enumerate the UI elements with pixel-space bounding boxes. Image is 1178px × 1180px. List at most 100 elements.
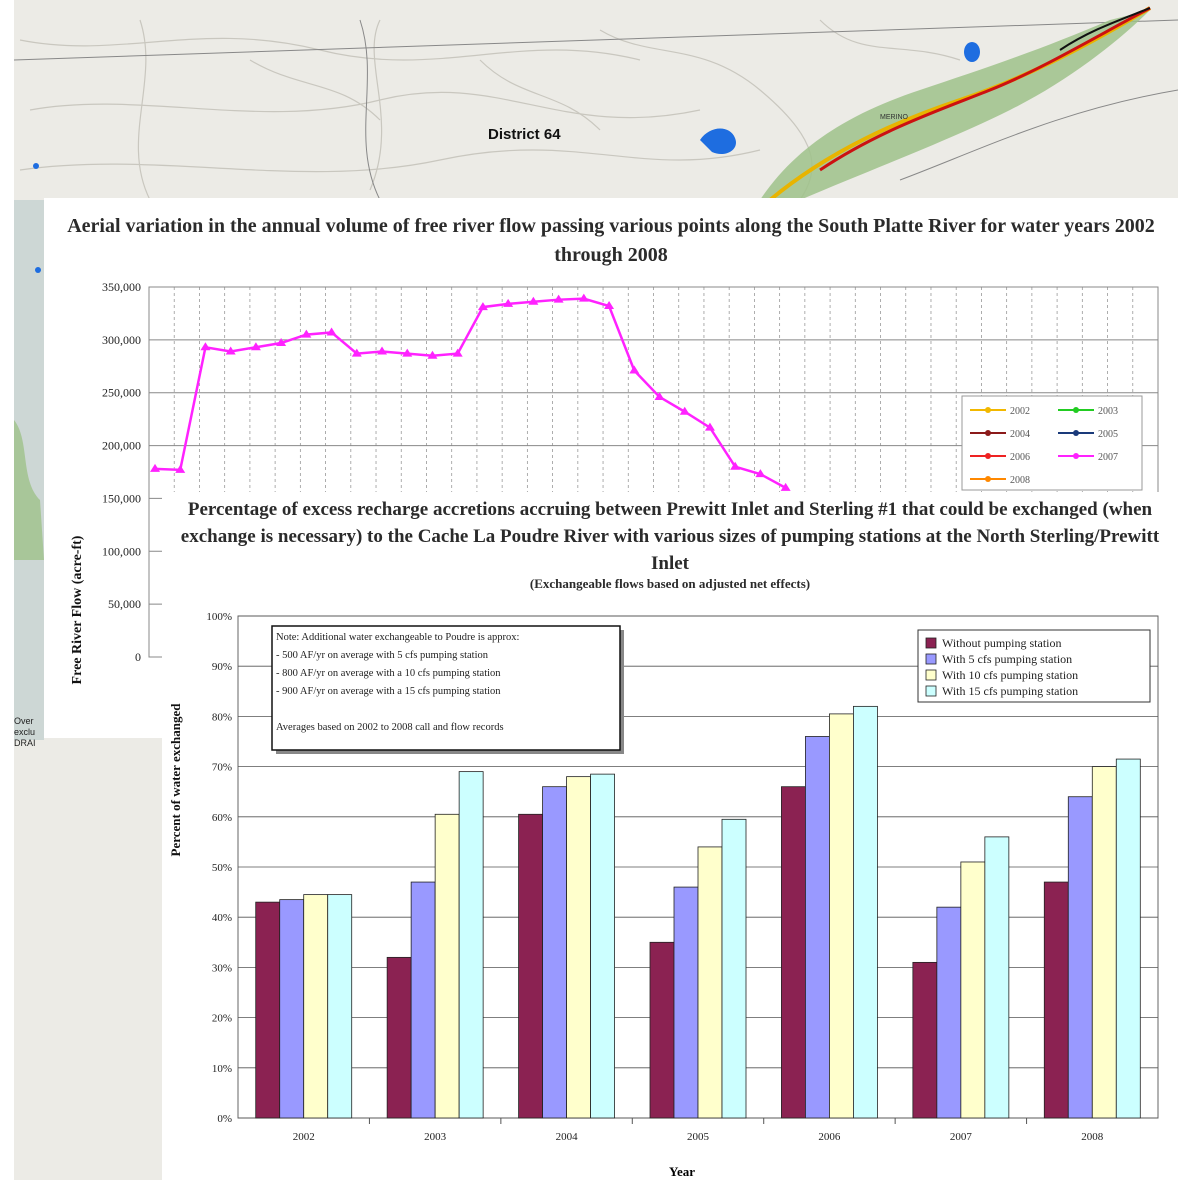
- bar-2006-0: [781, 786, 806, 1119]
- bar-2006-3: [853, 705, 878, 1119]
- bar-2002-1: [279, 899, 305, 1119]
- legend-label: 2006: [1010, 452, 1030, 463]
- bar-2003-3: [458, 771, 484, 1119]
- map-note-line: Over: [14, 716, 34, 726]
- data-point-2007: [452, 348, 463, 357]
- x-tick-label: 2005: [687, 1131, 710, 1143]
- x-tick-label: 2007: [950, 1131, 973, 1143]
- y-tick-label: 200,000: [102, 439, 141, 453]
- map-note: Over exclu DRAI: [14, 716, 36, 749]
- x-tick-label: 2006: [818, 1131, 841, 1143]
- bar-2005-0: [649, 941, 675, 1119]
- legend-marker: [1073, 430, 1079, 436]
- bar-2006-2: [829, 713, 854, 1119]
- legend-label: With 15 cfs pumping station: [942, 684, 1078, 698]
- legend-label: 2008: [1010, 475, 1030, 486]
- y-tick-label: 300,000: [102, 333, 141, 347]
- x-tick-label: 2002: [293, 1131, 315, 1143]
- data-point-2007: [654, 391, 665, 400]
- data-point-2007: [175, 464, 186, 473]
- exchange-chart-title: Percentage of excess recharge accretions…: [180, 499, 1160, 574]
- bar-2005-3: [721, 818, 747, 1119]
- annotation-box: [271, 625, 621, 751]
- bar-2007-1: [936, 906, 962, 1119]
- data-point-2007: [629, 365, 640, 374]
- bar-2003-1: [410, 881, 436, 1119]
- y-tick-label: 50%: [212, 862, 232, 874]
- bar-2004-2: [566, 776, 591, 1119]
- data-point-2007: [730, 461, 741, 470]
- legend-label: 2005: [1098, 429, 1118, 440]
- bar-2008-2: [1091, 766, 1117, 1119]
- data-point-2007: [477, 302, 488, 311]
- bar-2007-2: [960, 861, 986, 1119]
- data-point-2007: [704, 422, 715, 431]
- map-note-line: exclu: [14, 727, 36, 737]
- bar-2002-2: [303, 894, 329, 1119]
- data-point-2007: [427, 350, 438, 359]
- data-point-2007: [276, 338, 287, 347]
- annotation-line: - 900 AF/yr on average with a 15 cfs pum…: [276, 686, 501, 697]
- annotation-line: - 800 AF/yr on average with a 10 cfs pum…: [276, 668, 501, 679]
- legend-swatch: [925, 669, 937, 681]
- legend-swatch: [925, 685, 937, 697]
- data-point-2007: [679, 406, 690, 415]
- legend-swatch: [925, 637, 937, 649]
- data-point-2007: [780, 482, 791, 491]
- y-tick-label: 150,000: [102, 491, 141, 505]
- data-point-2007: [150, 463, 160, 472]
- y-tick-label: 60%: [212, 812, 232, 824]
- data-point-2007: [326, 327, 337, 336]
- legend-label: Without pumping station: [942, 636, 1062, 650]
- legend-label: With 10 cfs pumping station: [942, 668, 1078, 682]
- x-tick-label: 2008: [1081, 1131, 1104, 1143]
- annotation-line: Note: Additional water exchangeable to P…: [276, 632, 520, 643]
- town-label: MERINO: [880, 114, 908, 121]
- y-tick-label: 70%: [212, 762, 232, 774]
- data-point-2007: [402, 348, 413, 357]
- legend-label: 2004: [1010, 429, 1030, 440]
- bar-2007-3: [984, 836, 1010, 1119]
- data-point-2007: [351, 348, 362, 357]
- legend-marker: [1073, 407, 1079, 413]
- data-point-2007: [225, 346, 236, 355]
- legend-swatch: [925, 653, 937, 665]
- data-point-2007: [755, 469, 766, 478]
- y-tick-label: 90%: [212, 661, 232, 673]
- bar-2008-0: [1043, 881, 1069, 1119]
- legend-marker: [985, 407, 991, 413]
- annotation-line: Averages based on 2002 to 2008 call and …: [276, 722, 504, 733]
- data-point-2007: [377, 346, 388, 355]
- x-tick-label: 2004: [556, 1131, 579, 1143]
- data-point-2007: [578, 293, 589, 302]
- flow-chart-title: Aerial variation in the annual volume of…: [67, 215, 1155, 266]
- bar-2003-0: [386, 956, 412, 1119]
- bar-2002-3: [327, 894, 353, 1119]
- y-tick-label: 40%: [212, 912, 232, 924]
- bar-2006-1: [805, 736, 830, 1119]
- data-point-2007: [200, 342, 211, 351]
- bar-2008-3: [1115, 758, 1141, 1119]
- bar-2005-1: [673, 886, 699, 1119]
- y-tick-label: 0%: [217, 1113, 232, 1125]
- legend-label: 2002: [1010, 406, 1030, 417]
- y-tick-label: 350,000: [102, 280, 141, 294]
- y-tick-label: 100%: [206, 611, 232, 623]
- legend-box: [961, 395, 1143, 491]
- data-point-2007: [528, 296, 539, 305]
- y-tick-label: 250,000: [102, 386, 141, 400]
- data-point-2007: [503, 298, 514, 307]
- y-tick-label: 30%: [212, 962, 232, 974]
- y-tick-label: 100,000: [102, 544, 141, 558]
- y-tick-label: 80%: [212, 711, 232, 723]
- legend-marker: [985, 476, 991, 482]
- data-point-2007: [553, 294, 564, 303]
- legend-label: 2007: [1098, 452, 1118, 463]
- y-tick-label: 20%: [212, 1013, 232, 1025]
- data-point-2007: [604, 301, 615, 310]
- data-point-2007: [250, 342, 261, 351]
- legend-label: With 5 cfs pumping station: [942, 652, 1072, 666]
- exchange-chart-xlabel: Year: [669, 1164, 695, 1179]
- bar-2004-1: [542, 786, 567, 1119]
